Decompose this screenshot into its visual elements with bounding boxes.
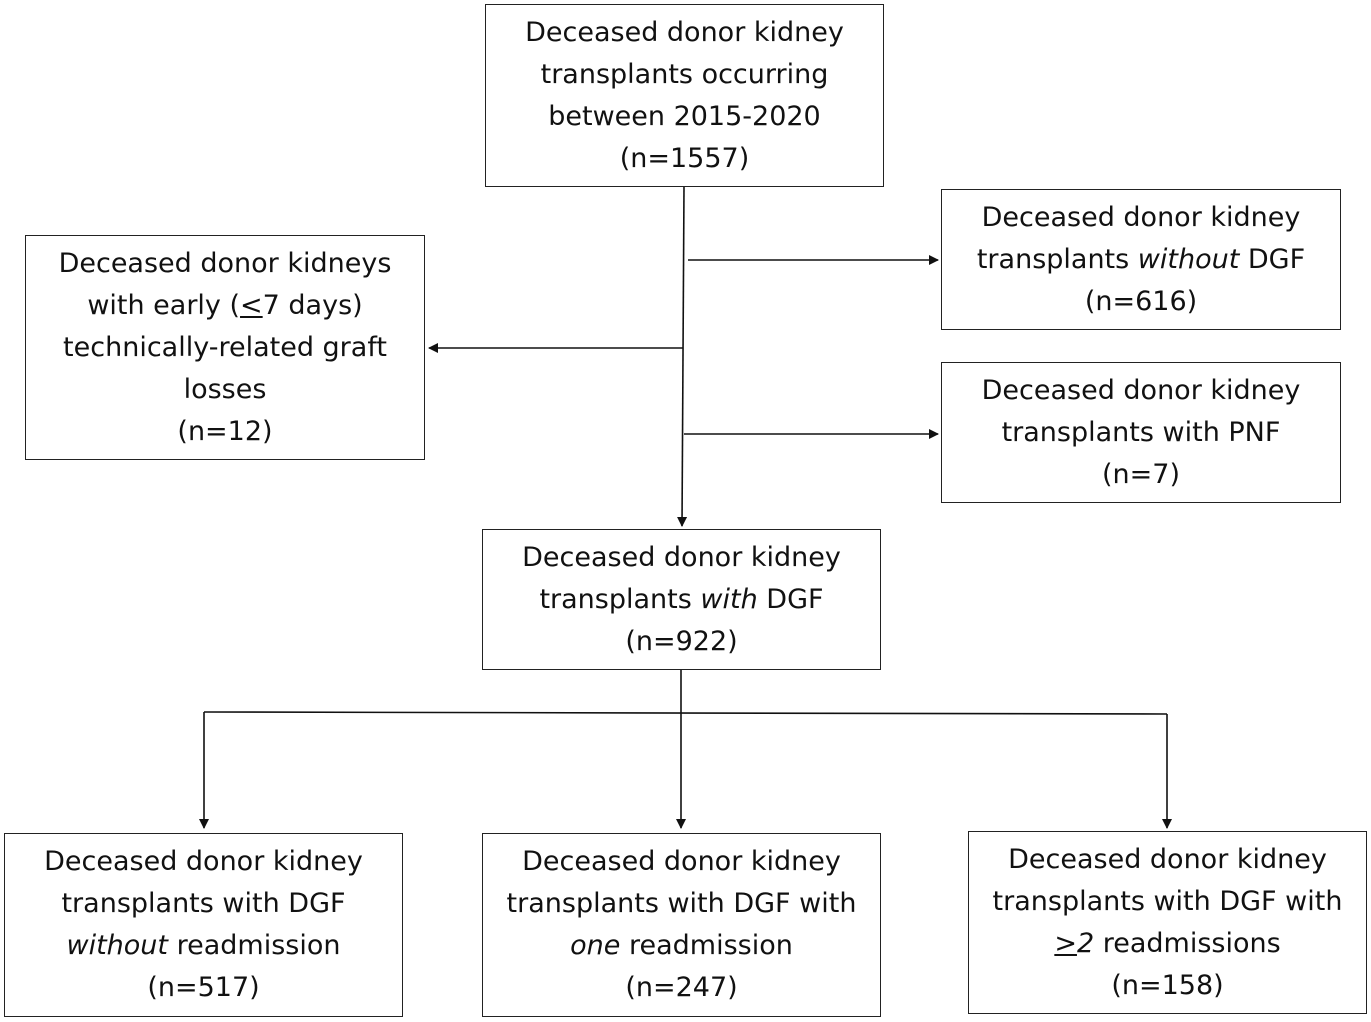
box-count: (n=247) [625, 972, 738, 1003]
box-text: Deceased donor kidney [522, 846, 841, 877]
box-text: transplants with DGF with [506, 888, 857, 919]
emphasis-text: with [700, 583, 758, 615]
text-part: readmission [168, 930, 341, 961]
emphasis-text: without [1137, 243, 1240, 275]
box-early-graft-loss: Deceased donor kidneys with early (<7 da… [25, 235, 425, 460]
text-part: transplants [976, 243, 1138, 275]
box-text-mixed: one readmission [570, 925, 793, 967]
box-text-mixed: with early (<7 days) [87, 285, 362, 327]
box-text: Deceased donor kidney [981, 374, 1301, 406]
box-text: technically-related graft [63, 331, 387, 363]
emphasis-text: without [66, 930, 169, 961]
box-text-mixed: without readmission [67, 925, 341, 967]
box-count: (n=1557) [619, 142, 750, 174]
box-text: transplants with PNF [1001, 416, 1281, 448]
box-text: Deceased donor kidney [525, 16, 844, 48]
less-equal-symbol: < [240, 289, 263, 321]
text-part: 7 days) [262, 289, 363, 321]
trunk-line [677, 185, 688, 527]
box-text: Deceased donor kidney [981, 201, 1301, 233]
box-text: Deceased donor kidney [1008, 843, 1327, 875]
box-count: (n=517) [147, 972, 260, 1003]
text-part: DGF [757, 583, 824, 615]
box-text: transplants with DGF with [992, 885, 1343, 917]
greater-equal-symbol: > [1054, 927, 1077, 959]
box-text: losses [183, 373, 267, 405]
emphasis-text: 2 [1076, 927, 1095, 959]
box-count: (n=922) [625, 625, 738, 657]
box-text: Deceased donor kidneys [58, 247, 392, 279]
box-text: between 2015-2020 [548, 100, 821, 132]
box-text: transplants with DGF [61, 888, 346, 919]
text-part: readmission [620, 930, 793, 961]
box-count: (n=158) [1111, 969, 1224, 1001]
box-text: Deceased donor kidney [44, 846, 363, 877]
box-no-readmission: Deceased donor kidney transplants with D… [4, 833, 403, 1017]
emphasis-text: one [570, 930, 621, 961]
box-without-dgf: Deceased donor kidney transplants withou… [941, 189, 1341, 330]
box-total-transplants: Deceased donor kidney transplants occurr… [485, 4, 884, 187]
box-count: (n=12) [177, 415, 273, 447]
box-count: (n=616) [1084, 285, 1198, 317]
box-text-mixed: transplants with DGF [539, 579, 823, 621]
text-part: with early ( [87, 289, 241, 321]
box-two-plus-readmissions: Deceased donor kidney transplants with D… [968, 831, 1367, 1014]
text-part: readmissions [1094, 927, 1281, 959]
text-part: DGF [1239, 243, 1306, 275]
box-text-mixed: >2 readmissions [1054, 923, 1280, 965]
box-one-readmission: Deceased donor kidney transplants with D… [482, 833, 881, 1017]
box-pnf: Deceased donor kidney transplants with P… [941, 362, 1341, 503]
box-text-mixed: transplants without DGF [977, 239, 1305, 281]
box-text: transplants occurring [540, 58, 829, 90]
split-horizontal [203, 711, 1168, 715]
box-text: Deceased donor kidney [522, 541, 841, 573]
box-with-dgf: Deceased donor kidney transplants with D… [482, 529, 881, 670]
text-part: transplants [539, 583, 701, 615]
box-count: (n=7) [1102, 458, 1180, 490]
